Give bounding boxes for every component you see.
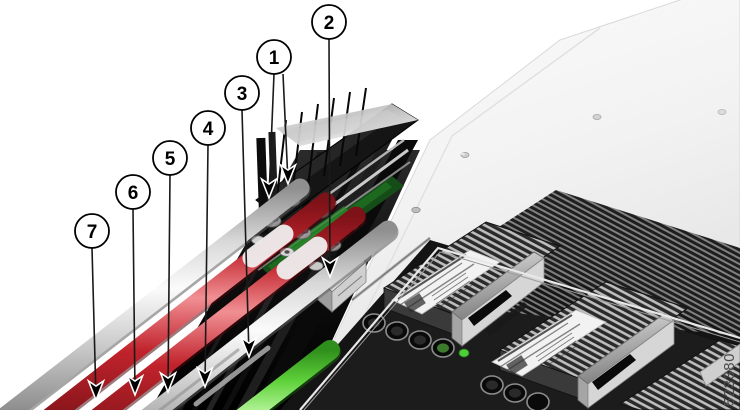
callout-number-7: 7 bbox=[87, 222, 98, 243]
callout-circle-7[interactable] bbox=[74, 213, 110, 249]
bay-divider-2 bbox=[592, 354, 636, 390]
leader-line-2-1 bbox=[328, 38, 331, 276]
cable-red-a bbox=[43, 192, 337, 410]
callout-circle-5[interactable] bbox=[152, 140, 188, 176]
callout-circle-2[interactable] bbox=[311, 4, 347, 40]
callout-7: 7 bbox=[74, 213, 110, 403]
figure-id-label: 523380 bbox=[721, 352, 738, 406]
callout-number-2: 2 bbox=[324, 13, 335, 34]
callout-2: 2 bbox=[311, 4, 347, 280]
callout-3: 3 bbox=[224, 75, 260, 360]
leader-arrowhead-1-1 bbox=[259, 176, 279, 201]
leader-line-1-1 bbox=[268, 73, 275, 197]
callout-circle-6[interactable] bbox=[115, 174, 151, 210]
leader-arrowhead-3-1 bbox=[239, 335, 259, 360]
cable-clamp bbox=[193, 345, 271, 407]
psu-label-left bbox=[391, 249, 501, 315]
callout-1: 1 bbox=[256, 39, 298, 201]
leader-line-3-1 bbox=[241, 109, 250, 356]
cable-red-b bbox=[91, 206, 367, 410]
callout-6: 6 bbox=[115, 174, 151, 398]
callout-number-3: 3 bbox=[237, 84, 248, 105]
leader-line-6-1 bbox=[132, 208, 136, 394]
power-cable-bundle bbox=[0, 178, 399, 410]
bay-divider-1 bbox=[468, 290, 512, 326]
psu-module-left[interactable] bbox=[362, 221, 562, 358]
callout-layer: 1 2 3 4 5 6 7 bbox=[74, 4, 347, 403]
callout-circle-3[interactable] bbox=[224, 75, 260, 111]
leader-arrowhead-5-1 bbox=[158, 370, 178, 395]
cable-gray-a bbox=[0, 178, 311, 410]
psu-module-right[interactable] bbox=[480, 281, 690, 410]
leader-arrowhead-2-1 bbox=[320, 255, 340, 280]
callout-circle-4[interactable] bbox=[190, 110, 226, 146]
callout-number-1: 1 bbox=[269, 48, 280, 69]
cable-ground-green bbox=[236, 340, 341, 410]
cable-clamp-shadow bbox=[158, 348, 240, 410]
chassis-front-lip bbox=[299, 246, 740, 410]
callout-5: 5 bbox=[152, 140, 188, 395]
leader-line-1-2 bbox=[282, 73, 289, 183]
callout-4: 4 bbox=[190, 110, 226, 390]
callout-number-5: 5 bbox=[165, 149, 176, 170]
leader-arrowhead-4-1 bbox=[195, 365, 215, 390]
chassis-front-lip-shade bbox=[303, 251, 740, 410]
callout-number-4: 4 bbox=[203, 119, 214, 140]
psu-dc-sockets-right[interactable] bbox=[480, 375, 550, 410]
leader-line-5-1 bbox=[167, 174, 171, 391]
bracket-arm-shadow bbox=[351, 237, 431, 301]
psu-bay-group bbox=[362, 190, 740, 410]
callout-circle-1[interactable] bbox=[256, 39, 292, 75]
leader-line-4-1 bbox=[204, 144, 209, 386]
callout-number-6: 6 bbox=[128, 183, 139, 204]
leader-arrowhead-6-1 bbox=[125, 373, 145, 398]
psu-label-right bbox=[491, 309, 607, 377]
psu-module-far-right[interactable] bbox=[618, 339, 740, 410]
leader-arrowhead-1-2 bbox=[278, 162, 298, 187]
leader-arrowhead-7-1 bbox=[86, 378, 106, 403]
leader-line-7-1 bbox=[91, 247, 97, 399]
psu-status-led-left bbox=[458, 348, 470, 358]
